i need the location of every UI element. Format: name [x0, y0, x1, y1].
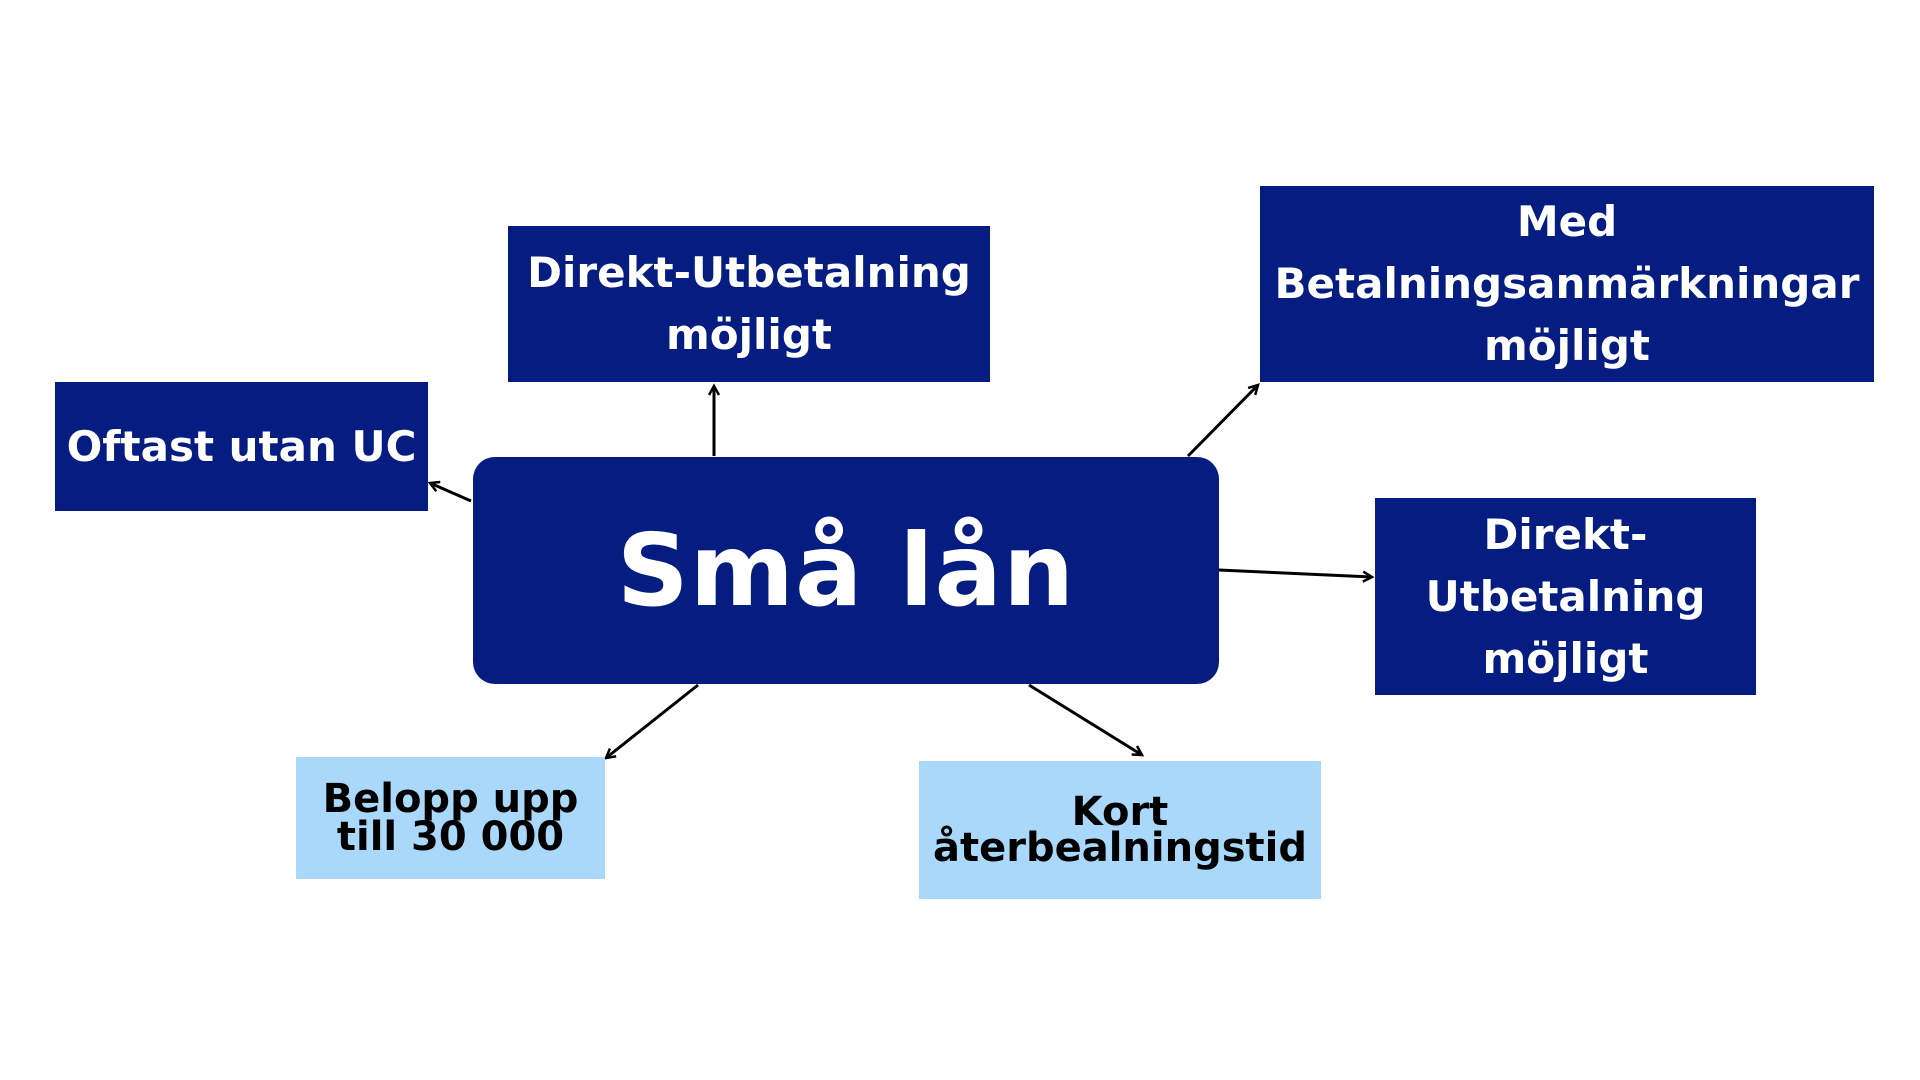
- center-node: Små lån: [473, 457, 1219, 684]
- node-direkt-right: Direkt- Utbetalning möjligt: [1375, 498, 1756, 695]
- node-med-betal-label: Med Betalningsanmärkningar möjligt: [1274, 197, 1860, 370]
- node-kort: Kort återbealningstid: [919, 761, 1321, 899]
- node-kort-label: Kort återbealningstid: [932, 789, 1307, 871]
- node-direkt-right-label: Direkt- Utbetalning möjligt: [1425, 509, 1706, 683]
- node-belopp: Belopp upp till 30 000: [296, 757, 605, 879]
- node-oftast-label: Oftast utan UC: [66, 422, 417, 471]
- arrow-to-oftast: [427, 480, 472, 503]
- arrow-to-direkt-right: [1218, 568, 1375, 583]
- node-oftast: Oftast utan UC: [55, 382, 428, 511]
- node-belopp-label: Belopp upp till 30 000: [322, 776, 579, 860]
- arrow-to-belopp: [603, 683, 699, 760]
- arrow-to-kort: [1028, 683, 1145, 757]
- arrow-to-med-betal: [1186, 383, 1260, 458]
- node-med-betal: Med Betalningsanmärkningar möjligt: [1260, 186, 1874, 382]
- node-direkt-top: Direkt-Utbetalning möjligt: [508, 226, 990, 382]
- node-direkt-top-label: Direkt-Utbetalning möjligt: [527, 248, 971, 359]
- center-node-label: Små lån: [616, 512, 1076, 629]
